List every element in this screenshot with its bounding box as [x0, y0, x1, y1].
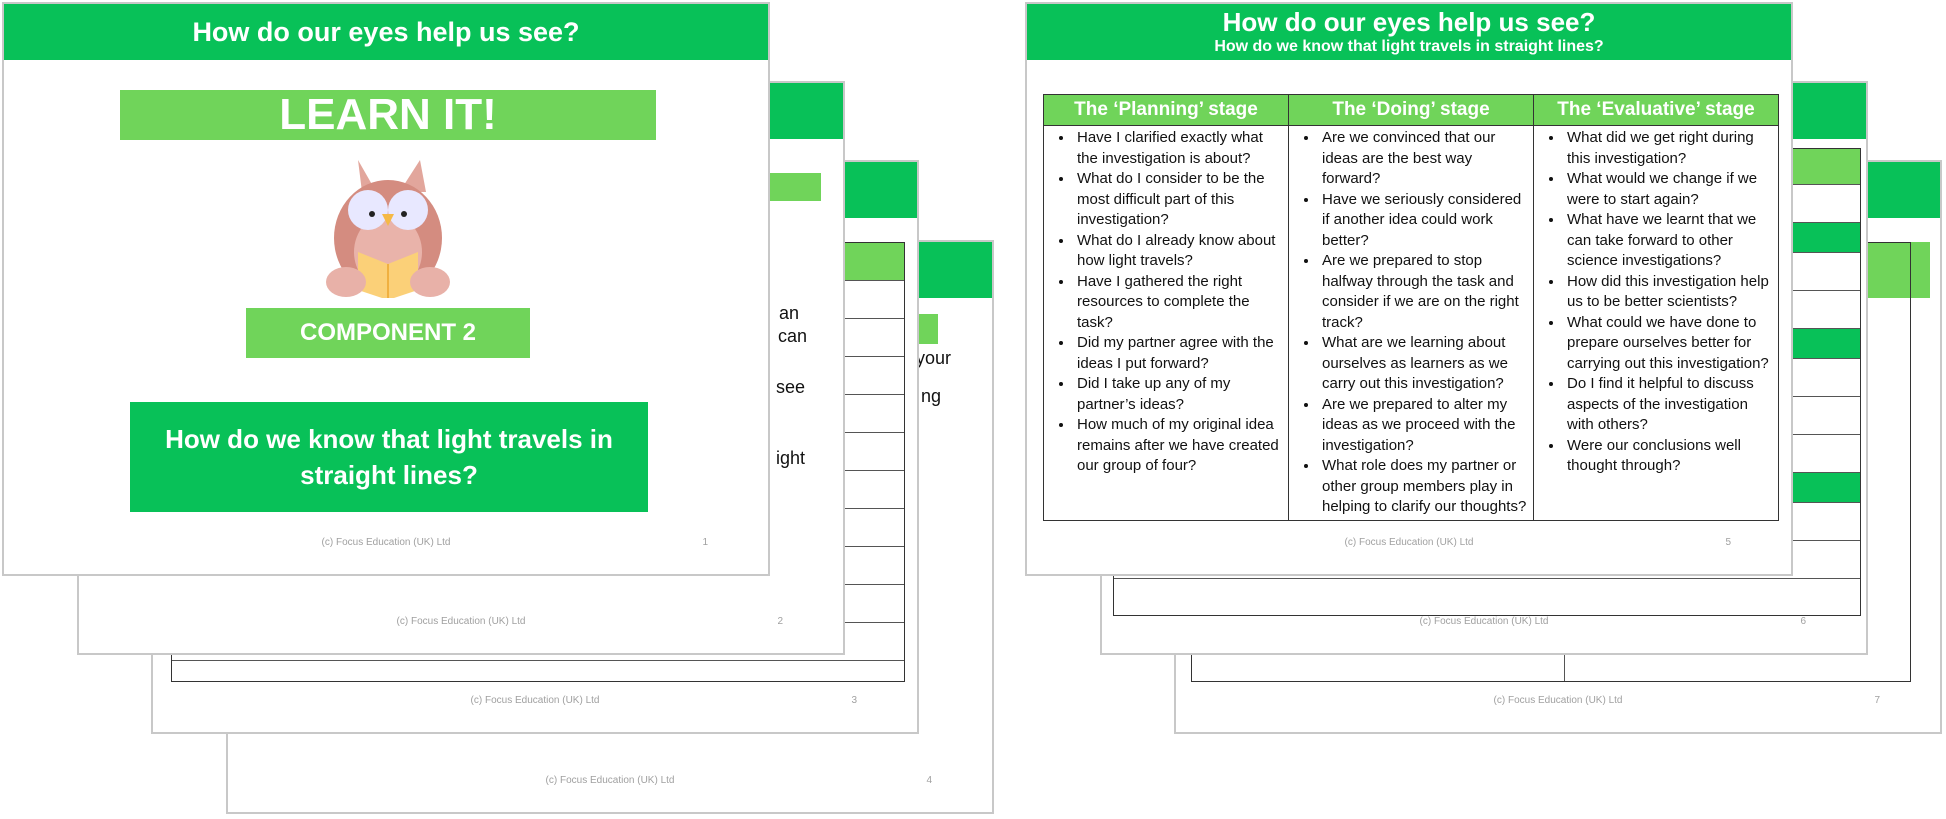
column-header-doing: The ‘Doing’ stage [1288, 94, 1534, 126]
slide-number: 1 [702, 537, 708, 548]
list-item: What did we get right during this invest… [1564, 128, 1774, 169]
list-item: Have I gathered the right resources to c… [1074, 272, 1284, 334]
slide-footer: (c) Focus Education (UK) Ltd [321, 537, 451, 548]
list-item: Were our conclusions well thought throug… [1564, 436, 1774, 477]
learn-it-banner: LEARN IT! [120, 90, 656, 140]
list-item: What have we learnt that we can take for… [1564, 210, 1774, 272]
list-item: What could we have done to prepare ourse… [1564, 313, 1774, 375]
list-item: What are we learning about ourselves as … [1319, 333, 1529, 395]
slide-title: How do our eyes help us see? [1222, 7, 1596, 37]
slide-thumbnail-1[interactable]: How do our eyes help us see? LEARN IT! C… [2, 2, 770, 576]
column-header-planning: The ‘Planning’ stage [1043, 94, 1289, 126]
doing-column: Are we convinced that our ideas are the … [1288, 125, 1534, 521]
list-item: What role does my partner or other group… [1319, 456, 1529, 518]
list-item: Are we convinced that our ideas are the … [1319, 128, 1529, 190]
slide-footer: (c) Focus Education (UK) Ltd [545, 775, 675, 786]
slide-text-fragment: ng [921, 386, 942, 406]
slide-text-fragment: can [778, 326, 808, 346]
slide-number: 5 [1725, 537, 1731, 548]
slide-number: 2 [777, 616, 783, 627]
slide-text-fragment: your [916, 348, 952, 368]
slide-number: 7 [1874, 695, 1880, 706]
component-label: COMPONENT 2 [246, 308, 530, 358]
list-item: Are we prepared to alter my ideas as we … [1319, 395, 1529, 457]
evaluative-column: What did we get right during this invest… [1533, 125, 1779, 521]
slide-text-fragment: see [776, 377, 806, 397]
slide-subtitle: How do we know that light travels in str… [1214, 38, 1604, 55]
question-text: How do we know that light travels in str… [165, 424, 613, 490]
slide-footer: (c) Focus Education (UK) Ltd [470, 695, 600, 706]
list-item: What would we change if we were to start… [1564, 169, 1774, 210]
slide-number: 6 [1800, 616, 1806, 627]
list-item: Have we seriously considered if another … [1319, 190, 1529, 252]
slide-text-fragment: an [779, 303, 800, 323]
slide-number: 4 [926, 775, 932, 786]
list-item: What do I consider to be the most diffic… [1074, 169, 1284, 231]
list-item: Are we prepared to stop halfway through … [1319, 251, 1529, 333]
question-box: How do we know that light travels in str… [130, 402, 648, 512]
column-header-evaluative: The ‘Evaluative’ stage [1533, 94, 1779, 126]
list-item: Do I find it helpful to discuss aspects … [1564, 374, 1774, 436]
slide-footer: (c) Focus Education (UK) Ltd [396, 616, 526, 627]
slide-footer: (c) Focus Education (UK) Ltd [1344, 537, 1474, 548]
slide-footer: (c) Focus Education (UK) Ltd [1419, 616, 1549, 627]
slide-footer: (c) Focus Education (UK) Ltd [1493, 695, 1623, 706]
slide-thumbnail-5[interactable]: How do our eyes help us see? How do we k… [1025, 2, 1793, 576]
slide-text-fragment: ight [776, 448, 806, 468]
slide-number: 3 [851, 695, 857, 706]
planning-column: Have I clarified exactly what the invest… [1043, 125, 1289, 521]
list-item: Have I clarified exactly what the invest… [1074, 128, 1284, 169]
list-item: Did I take up any of my partner’s ideas? [1074, 374, 1284, 415]
slide-title: How do our eyes help us see? [4, 4, 768, 60]
slide-header: How do our eyes help us see? How do we k… [1027, 4, 1791, 60]
list-item: How did this investigation help us to be… [1564, 272, 1774, 313]
owl-reading-icon [326, 160, 450, 298]
list-item: How much of my original idea remains aft… [1074, 415, 1284, 477]
stages-table: The ‘Planning’ stage The ‘Doing’ stage T… [1043, 94, 1779, 521]
list-item: What do I already know about how light t… [1074, 231, 1284, 272]
list-item: Did my partner agree with the ideas I pu… [1074, 333, 1284, 374]
